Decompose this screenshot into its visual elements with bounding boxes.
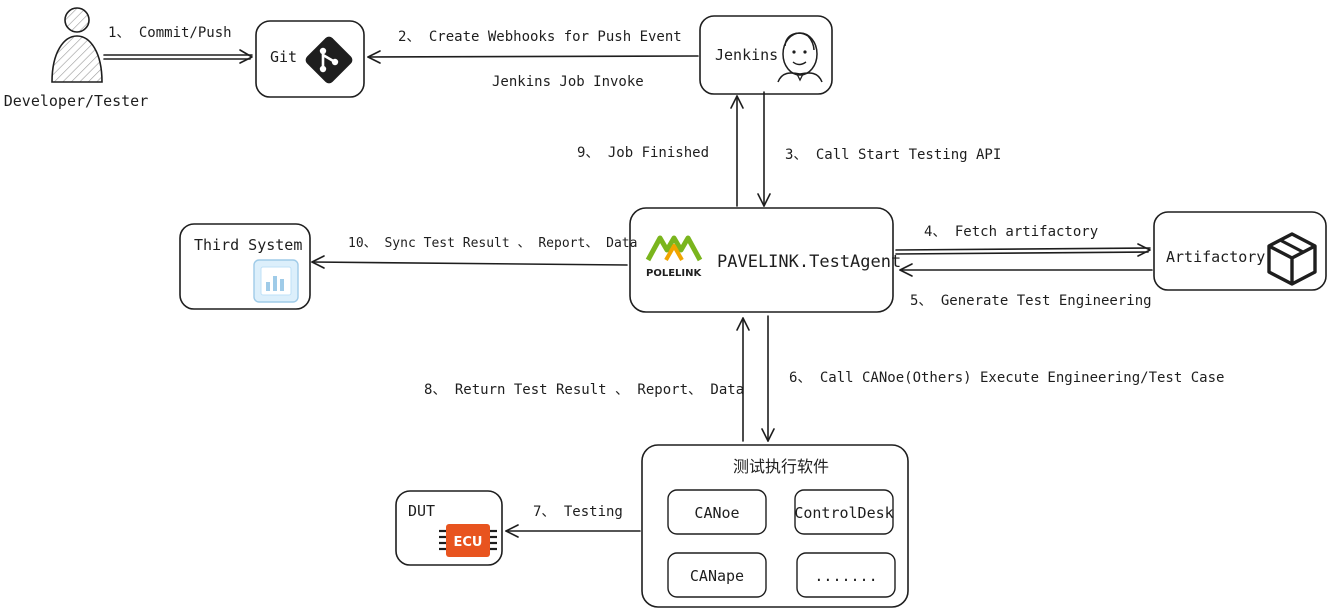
- jenkins-node[interactable]: Jenkins: [699, 15, 833, 95]
- dut-node[interactable]: DUT ECU: [395, 490, 503, 566]
- polelink-logo-text: POLELINK: [646, 268, 702, 279]
- edge-sync-result-label: 10、 Sync Test Result 、 Report、 Data: [348, 236, 637, 251]
- edge-call-canoe-label: 6、 Call CANoe(Others) Execute Engineerin…: [789, 370, 1224, 386]
- canoe-label: CANoe: [694, 504, 739, 522]
- edge-call-canoe: 6、 Call CANoe(Others) Execute Engineerin…: [761, 315, 1224, 442]
- edge-start-testing: 3、 Call Start Testing API: [757, 91, 1001, 207]
- edge-testing: 7、 Testing: [505, 504, 641, 538]
- controldesk-label: ControlDesk: [794, 504, 893, 522]
- edge-job-finished: 9、 Job Finished: [577, 95, 744, 207]
- jenkins-icon: [777, 32, 823, 83]
- developer-node: Developer/Tester: [4, 7, 149, 110]
- chip-icon: ECU: [439, 524, 497, 557]
- others-item[interactable]: .......: [796, 552, 896, 598]
- testagent-node[interactable]: POLELINK PAVELINK.TestAgent: [629, 207, 901, 313]
- controldesk-item[interactable]: ControlDesk: [794, 489, 894, 535]
- artifactory-node[interactable]: Artifactory: [1153, 211, 1327, 291]
- canoe-item[interactable]: CANoe: [667, 489, 767, 535]
- edge-return-result: 8、 Return Test Result 、 Report、 Data: [424, 317, 750, 442]
- ecu-chip-label: ECU: [454, 535, 483, 550]
- edge-generate-engineering-label: 5、 Generate Test Engineering: [910, 293, 1152, 309]
- exec-software-label: 测试执行软件: [733, 457, 829, 476]
- edge-sync-result: 10、 Sync Test Result 、 Report、 Data: [311, 236, 637, 269]
- edge-start-testing-label: 3、 Call Start Testing API: [785, 147, 1001, 163]
- testagent-label: PAVELINK.TestAgent: [717, 252, 901, 272]
- testagent-box: [629, 207, 894, 313]
- edge-job-finished-label: 9、 Job Finished: [577, 145, 709, 161]
- edge-fetch-artifactory-label: 4、 Fetch artifactory: [924, 224, 1098, 240]
- edge-fetch-artifactory: 4、 Fetch artifactory: [895, 224, 1151, 257]
- edge-return-result-label: 8、 Return Test Result 、 Report、 Data: [424, 382, 744, 398]
- person-icon: [51, 7, 103, 83]
- others-label: .......: [814, 567, 877, 585]
- polelink-logo: POLELINK: [645, 235, 702, 279]
- developer-label: Developer/Tester: [4, 92, 149, 110]
- git-icon: [305, 36, 353, 84]
- box-icon: [1267, 232, 1317, 286]
- bar-chart-icon: [253, 259, 299, 303]
- edge-job-invoke-label: Jenkins Job Invoke: [492, 74, 644, 90]
- edge-testing-label: 7、 Testing: [533, 504, 623, 520]
- edge-generate-engineering: 5、 Generate Test Engineering: [899, 263, 1153, 309]
- exec-software-node: 测试执行软件 CANoe ControlDesk CANape .......: [641, 444, 909, 608]
- artifactory-label: Artifactory: [1166, 248, 1265, 266]
- git-label: Git: [270, 48, 297, 66]
- edge-commit-push-label: 1、 Commit/Push: [108, 25, 232, 41]
- canape-item[interactable]: CANape: [667, 552, 767, 598]
- third-system-label: Third System: [194, 236, 302, 254]
- canape-label: CANape: [690, 567, 744, 585]
- git-node[interactable]: Git: [255, 20, 365, 98]
- edge-webhooks-label: 2、 Create Webhooks for Push Event: [398, 29, 682, 45]
- edge-webhooks: 2、 Create Webhooks for Push Event Jenkin…: [367, 29, 699, 90]
- dut-label: DUT: [408, 502, 435, 520]
- edge-commit-push: 1、 Commit/Push: [103, 25, 253, 64]
- third-system-node[interactable]: Third System: [179, 223, 311, 310]
- jenkins-label: Jenkins: [715, 46, 778, 64]
